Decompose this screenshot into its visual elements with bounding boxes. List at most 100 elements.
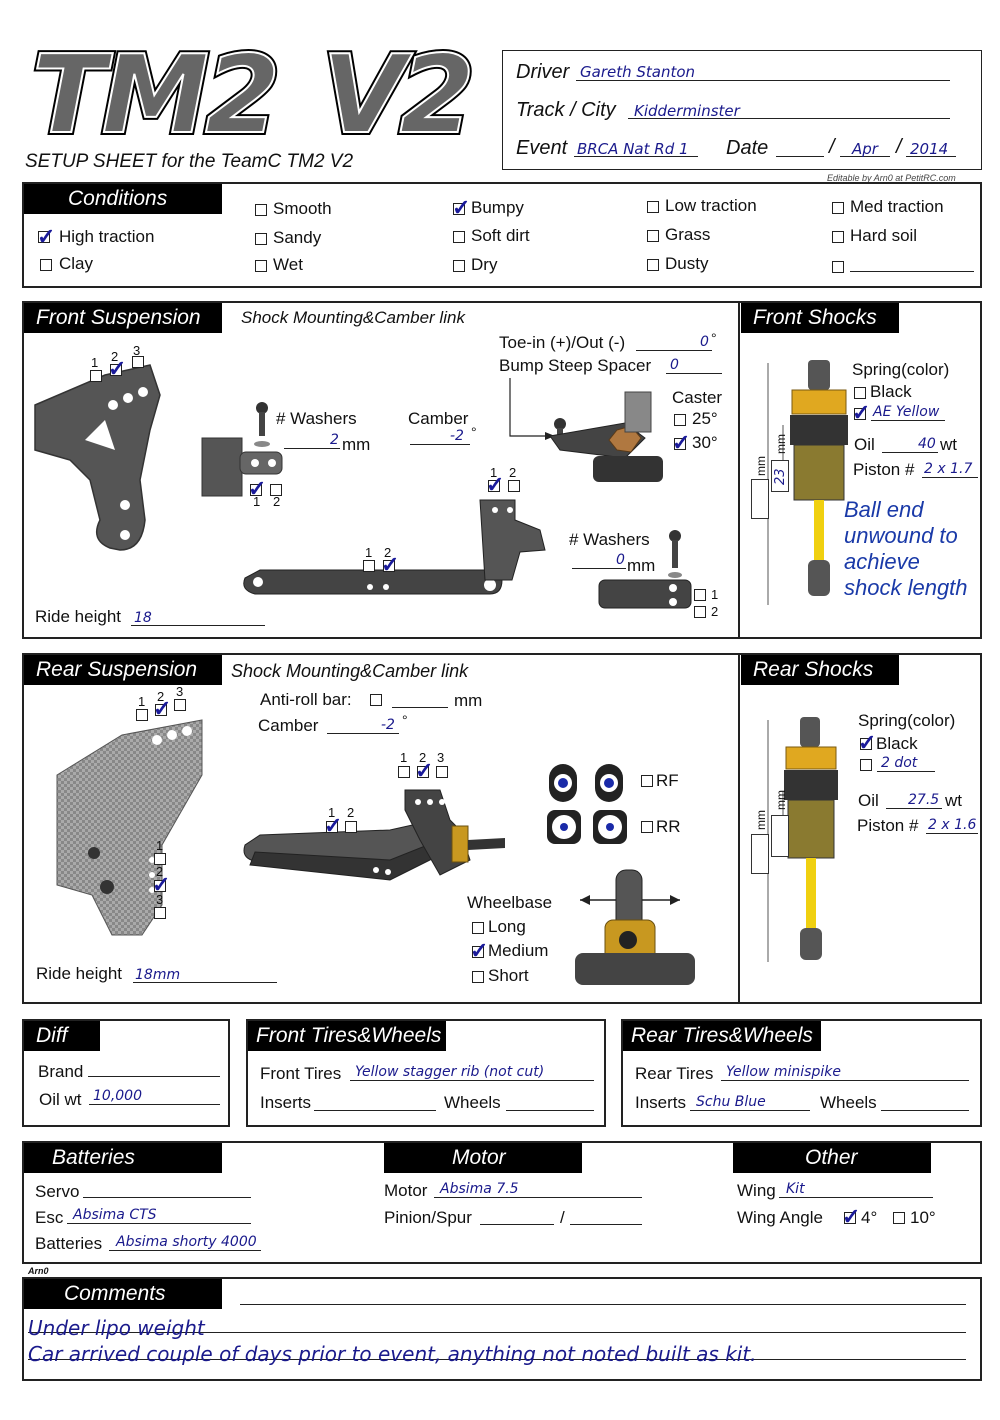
wing-angle-4-checkbox[interactable] xyxy=(844,1212,856,1224)
rear-lower-hole-1-checkbox[interactable] xyxy=(154,853,166,865)
antiroll-field[interactable] xyxy=(392,707,448,708)
rear-piston-field[interactable] xyxy=(926,833,978,834)
date-year: 2014 xyxy=(910,140,949,158)
rear-lower-hole-3-checkbox[interactable] xyxy=(154,907,166,919)
front-spring-black-label: Black xyxy=(870,382,912,401)
rear-spring-field[interactable] xyxy=(877,771,935,772)
spur-field[interactable] xyxy=(570,1224,642,1225)
front-arm-pos-2-checkbox[interactable] xyxy=(383,560,395,572)
rf-insert-icons xyxy=(547,764,627,844)
clay-checkbox[interactable] xyxy=(40,259,52,271)
wheelbase-long-checkbox[interactable] xyxy=(472,922,484,934)
dusty-checkbox[interactable] xyxy=(647,259,659,271)
date-day-field[interactable] xyxy=(776,156,824,157)
rear-tower-hole-1-checkbox[interactable] xyxy=(136,709,148,721)
camber-pos-1-checkbox[interactable] xyxy=(250,484,262,496)
rear-inserts-field[interactable] xyxy=(690,1110,810,1111)
custom-condition-checkbox[interactable] xyxy=(832,261,844,273)
comments-line-2[interactable] xyxy=(28,1359,966,1360)
comments-line-0[interactable] xyxy=(240,1304,966,1305)
soft-dirt-checkbox[interactable] xyxy=(453,231,465,243)
track-field[interactable] xyxy=(628,118,950,119)
rear-tires-field[interactable] xyxy=(721,1080,969,1081)
antiroll-checkbox[interactable] xyxy=(370,694,382,706)
rear-hub-num-2: 2 xyxy=(419,750,427,765)
rear-arm-pos-2-checkbox[interactable] xyxy=(345,821,357,833)
diff-brand-field[interactable] xyxy=(88,1076,220,1077)
rear-lower-hole-2-check-icon: ✓ xyxy=(152,872,171,897)
wheelbase-medium-checkbox[interactable] xyxy=(472,946,484,958)
front-wheels-field[interactable] xyxy=(506,1110,594,1111)
front-tower-hole-1-checkbox[interactable] xyxy=(90,370,102,382)
front-tower-hole-2-checkbox[interactable] xyxy=(110,364,122,376)
camber-pos-2-checkbox[interactable] xyxy=(270,484,282,496)
wing-angle-10-checkbox[interactable] xyxy=(893,1212,905,1224)
caster-30-checkbox[interactable] xyxy=(674,438,686,450)
rear-spring-custom-checkbox[interactable] xyxy=(860,759,872,771)
smooth-checkbox[interactable] xyxy=(255,204,267,216)
front-oil-field[interactable] xyxy=(882,452,938,453)
bump-steer-field[interactable] xyxy=(666,373,722,374)
low-traction-checkbox[interactable] xyxy=(647,201,659,213)
rear-lower-hole-2-checkbox[interactable] xyxy=(154,880,166,892)
wheelbase-short-checkbox[interactable] xyxy=(472,971,484,983)
pinion-field[interactable] xyxy=(480,1224,554,1225)
rear-wheels-field[interactable] xyxy=(881,1110,969,1111)
front-shock-length-field[interactable] xyxy=(751,479,769,519)
rear-hub-pos-2-checkbox[interactable] xyxy=(417,766,429,778)
rf-checkbox[interactable] xyxy=(641,775,653,787)
washers2-field[interactable] xyxy=(572,568,626,569)
motor-field[interactable] xyxy=(434,1197,642,1198)
rear-shock-limiter-field[interactable] xyxy=(771,815,789,857)
rear-hub-pos-3-checkbox[interactable] xyxy=(436,766,448,778)
wet-checkbox[interactable] xyxy=(255,260,267,272)
high-traction-checkbox[interactable] xyxy=(38,231,50,243)
front-inserts-field[interactable] xyxy=(314,1110,436,1111)
grass-checkbox[interactable] xyxy=(647,230,659,242)
event-field[interactable] xyxy=(574,156,698,157)
date-month-field[interactable] xyxy=(840,156,890,157)
front-spring-custom-checkbox[interactable] xyxy=(854,408,866,420)
front-spring-field[interactable] xyxy=(871,420,945,421)
caster-25-label: 25° xyxy=(692,409,718,428)
rear-spring-black-checkbox[interactable] xyxy=(860,738,872,750)
front-spring-black-checkbox[interactable] xyxy=(854,387,866,399)
rod-end-pos-1-checkbox[interactable] xyxy=(694,589,706,601)
rear-oil-field[interactable] xyxy=(886,808,942,809)
washers-field[interactable] xyxy=(284,448,340,449)
front-arm-pos-1-checkbox[interactable] xyxy=(363,560,375,572)
comments-line-1[interactable] xyxy=(28,1332,966,1333)
date-year-field[interactable] xyxy=(906,156,956,157)
esc-field[interactable] xyxy=(67,1223,251,1224)
med-traction-checkbox[interactable] xyxy=(832,202,844,214)
hard-soil-checkbox[interactable] xyxy=(832,231,844,243)
rear-shock-length-field[interactable] xyxy=(751,834,769,874)
front-tower-hole-3-checkbox[interactable] xyxy=(132,356,144,368)
rear-camber-field[interactable] xyxy=(327,733,399,734)
wing-field[interactable] xyxy=(779,1197,933,1198)
batteries-field[interactable] xyxy=(109,1250,261,1251)
front-piston-field[interactable] xyxy=(922,477,978,478)
custom-condition-field[interactable] xyxy=(850,271,974,272)
dry-checkbox[interactable] xyxy=(453,260,465,272)
sandy-checkbox[interactable] xyxy=(255,233,267,245)
caster-25-checkbox[interactable] xyxy=(674,414,686,426)
bumpy-checkbox[interactable] xyxy=(453,203,465,215)
rear-arm-pos-1-checkbox[interactable] xyxy=(326,821,338,833)
rear-hub-pos-1-checkbox[interactable] xyxy=(398,766,410,778)
rear-ride-height-field[interactable] xyxy=(133,982,277,983)
front-hub-pos-2-checkbox[interactable] xyxy=(508,480,520,492)
front-hub-pos-1-checkbox[interactable] xyxy=(488,480,500,492)
front-tires-field[interactable] xyxy=(350,1080,594,1081)
toe-field[interactable] xyxy=(636,350,712,351)
rear-tower-hole-3-checkbox[interactable] xyxy=(174,699,186,711)
servo-field[interactable] xyxy=(83,1197,251,1198)
front-ride-height-field[interactable] xyxy=(131,625,265,626)
driver-field[interactable] xyxy=(576,80,950,81)
rod-end-pos-2-checkbox[interactable] xyxy=(694,606,706,618)
diff-oil-field[interactable] xyxy=(89,1104,220,1105)
rear-tower-hole-2-checkbox[interactable] xyxy=(155,704,167,716)
rr-checkbox[interactable] xyxy=(641,821,653,833)
front-shock-limiter-field[interactable] xyxy=(771,460,789,492)
camber-field[interactable] xyxy=(410,444,470,445)
